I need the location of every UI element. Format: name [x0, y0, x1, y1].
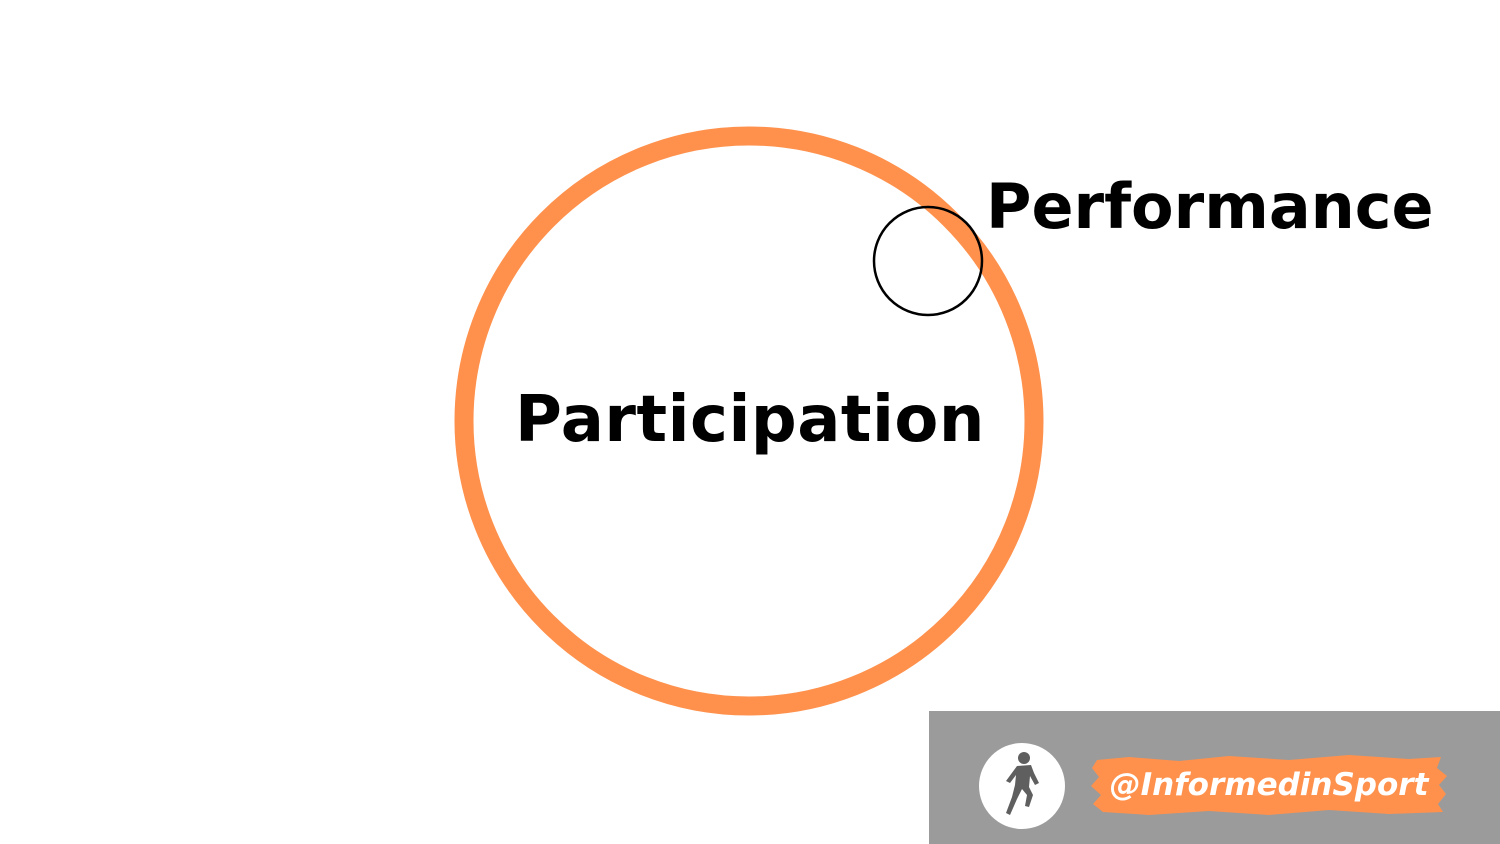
participation-circle [454, 126, 1044, 716]
brand-handle: @InformedinSport [1109, 767, 1429, 803]
participation-label: Participation [515, 383, 985, 457]
performance-label: Performance [986, 170, 1434, 243]
brand-watermark: @InformedinSport [929, 711, 1500, 844]
handle-highlight: @InformedinSport [1089, 754, 1449, 816]
performance-circle [872, 205, 984, 317]
brush-stroke-icon [1091, 755, 1447, 815]
runner-silhouette-icon [1006, 752, 1039, 815]
brand-logo [979, 743, 1065, 829]
